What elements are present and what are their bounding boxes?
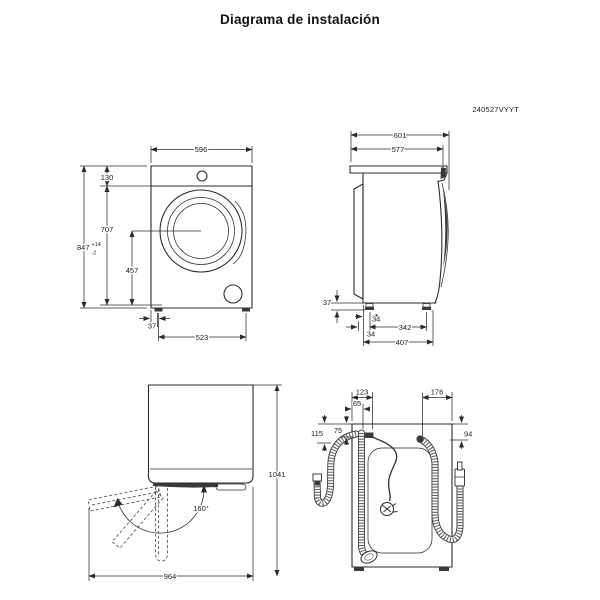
dim-label-160deg: 160° (193, 504, 209, 513)
rear-cabinet-outline (351, 423, 453, 568)
program-knob (196, 170, 208, 182)
inlet-hose-fitting (454, 461, 465, 487)
dim-label-523: 523 (196, 333, 209, 342)
dim-label-596: 596 (195, 145, 208, 154)
side-view: 240527VYYT 601 577 (322, 104, 521, 348)
dim-label-75: 75 (334, 426, 342, 435)
rear-view: 123 65 176 75 (310, 386, 474, 571)
dim-label-115: 115 (311, 429, 323, 438)
side-worktop (349, 165, 448, 174)
topview-door-edge (153, 483, 218, 488)
power-plug (380, 502, 398, 516)
side-door-outline (440, 182, 449, 288)
opening-angle-arc: 160° (113, 484, 210, 534)
drain-filter-cover (223, 284, 243, 304)
dim-label-457: 457 (126, 266, 139, 275)
dim-label-407: 407 (396, 338, 409, 347)
dim-front-foot-offset: 37 (139, 310, 170, 332)
rear-panel-recess (367, 447, 433, 554)
dim-label-847-sup: +14 (92, 242, 101, 248)
dim-height-door-open: 1041 (253, 384, 287, 577)
cable-clip (364, 432, 374, 438)
dim-drain-offset: 123 (351, 386, 373, 429)
dim-label-65: 65 (353, 399, 361, 408)
dim-label-577: 577 (392, 145, 405, 154)
door-open-view: 160° 1041 964 (87, 384, 287, 582)
dim-label-176: 176 (431, 388, 444, 397)
dim-drain-offset-inner: 65 (345, 398, 370, 429)
dim-label-847-sub: -2 (92, 251, 97, 257)
dim-foot-height: 37 (322, 290, 365, 323)
side-rear-panel (353, 183, 364, 300)
model-code: 240527VYYT (472, 105, 519, 114)
front-cabinet-outline (150, 165, 253, 309)
dim-door-center-from-top: 707 (99, 185, 162, 306)
dim-label-37-side: 37 (323, 298, 331, 307)
rear-left-foot (354, 567, 364, 571)
topview-cabinet-outline (147, 384, 254, 484)
rear-right-foot (439, 567, 449, 571)
side-cabinet-outline (362, 172, 437, 304)
dim-inlet-offset: 176 (422, 386, 453, 436)
dim-label-1041: 1041 (269, 470, 286, 479)
dim-depth-body: 577 (350, 144, 444, 176)
dim-depth-total: 601 (350, 130, 450, 190)
front-right-foot (242, 308, 250, 312)
dim-door-center-height: 457 (124, 230, 201, 306)
dim-label-342: 342 (399, 323, 412, 332)
dim-front-width: 596 (150, 144, 253, 163)
dim-depth-door-open: 964 (88, 487, 254, 582)
dim-drain-drop: 75 (330, 416, 353, 445)
drain-hose-end-fitting (312, 473, 322, 482)
dim-label-130: 130 (101, 173, 114, 182)
front-left-foot (154, 308, 163, 312)
power-cable (364, 432, 398, 516)
dim-label-707: 707 (101, 225, 114, 234)
dim-drain-drop-outer: 115 (310, 415, 331, 451)
dim-label-123: 123 (356, 388, 369, 397)
dim-label-847: 847 (77, 243, 90, 252)
dim-label-34-front: 34 (367, 330, 375, 339)
side-front-foot (422, 307, 431, 310)
dim-label-34-rear: 34 (372, 315, 380, 324)
dim-panel-height: 130 (99, 165, 151, 187)
side-door-glass (443, 190, 448, 268)
dim-label-601: 601 (394, 131, 407, 140)
drain-hose (312, 433, 378, 564)
front-view: 596 847 +14 -2 130 707 (76, 144, 253, 343)
dim-label-94: 94 (464, 430, 472, 439)
page-title: Diagrama de instalación (220, 12, 380, 27)
dim-inlet-drop: 94 (450, 415, 474, 449)
inlet-hose-connection (416, 435, 424, 443)
inlet-hose (416, 435, 465, 540)
door-open-positions (87, 485, 168, 562)
dim-feet-distance-side: 342 34 (346, 312, 427, 340)
dim-feet-span: 407 (363, 310, 434, 348)
topview-handle-recess (215, 483, 247, 491)
drain-hose-clip (360, 550, 378, 564)
dim-front-height: 847 +14 -2 (76, 165, 147, 309)
dim-label-964: 964 (164, 572, 177, 581)
side-rear-foot (365, 307, 374, 310)
dim-label-37-front: 37 (148, 322, 156, 331)
dim-feet-distance-front: 523 (158, 313, 247, 343)
